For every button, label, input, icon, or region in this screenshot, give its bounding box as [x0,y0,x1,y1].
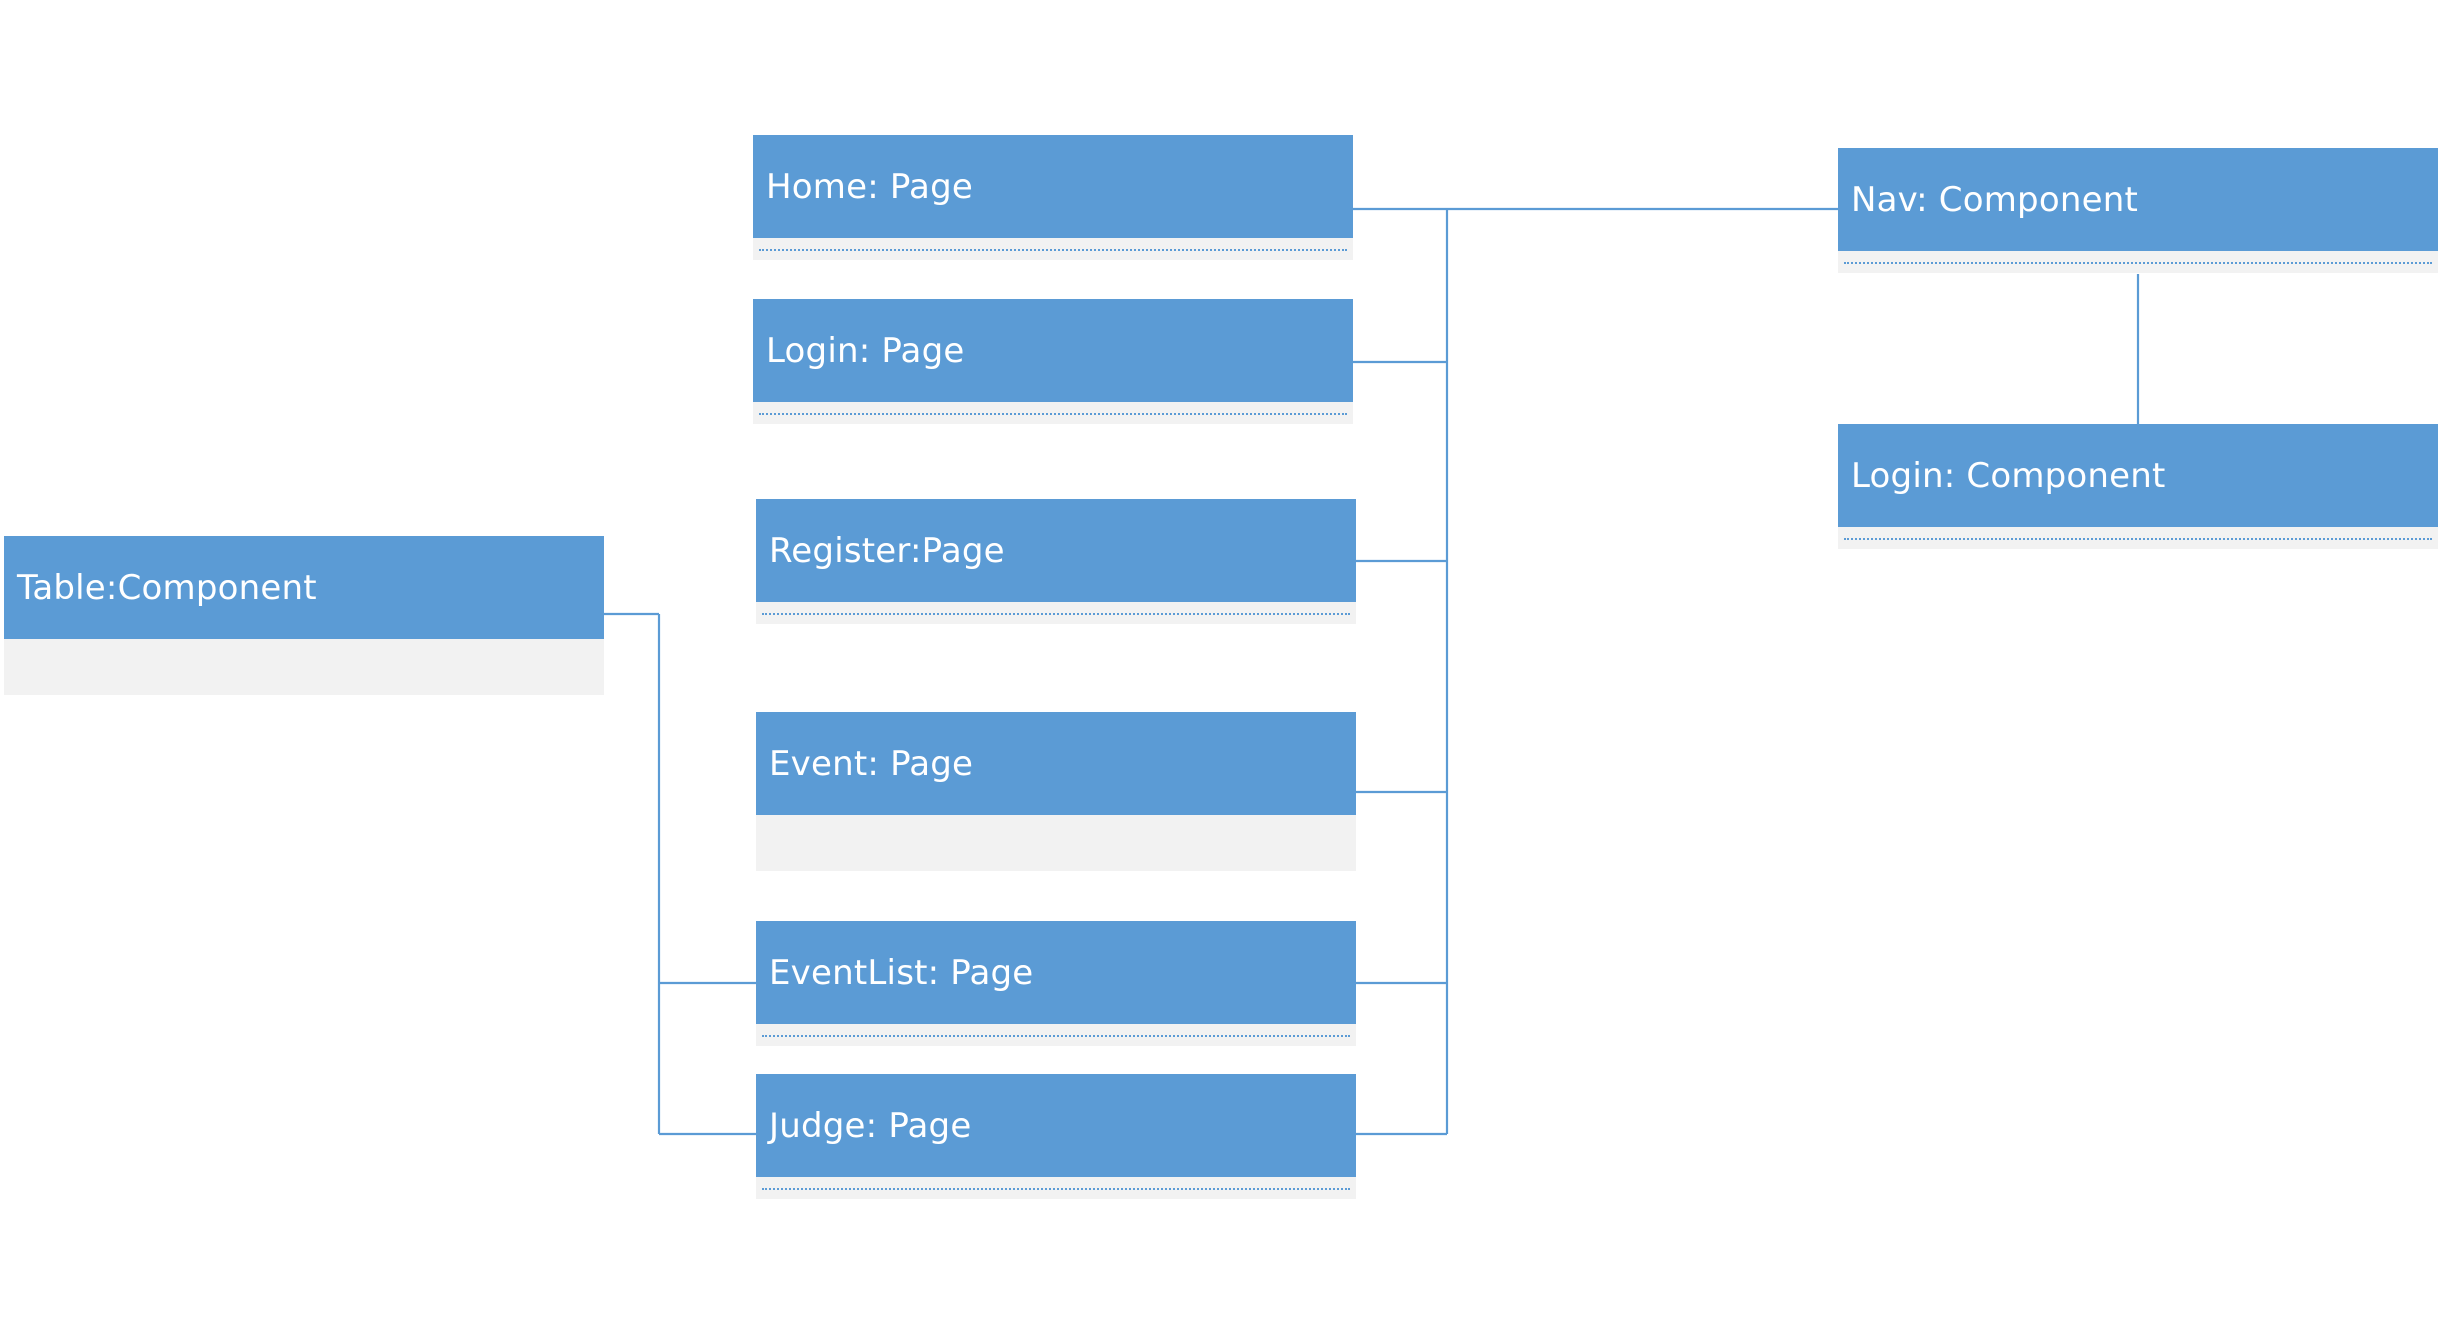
nav-component-box[interactable]: Nav: Component [1838,148,2438,273]
register-page-box[interactable]: Register:Page [756,499,1356,624]
eventlist-page-box[interactable]: EventList: Page [756,921,1356,1046]
login-page-title: Login: Page [766,330,965,371]
judge-page-title: Judge: Page [769,1105,972,1146]
eventlist-page-title: EventList: Page [769,952,1034,993]
register-page-header: Register:Page [756,499,1356,602]
table-component-body [4,639,604,695]
judge-page-header: Judge: Page [756,1074,1356,1177]
judge-page-divider [762,1188,1350,1190]
register-page-body [756,602,1356,624]
login-component-title: Login: Component [1851,455,2166,496]
login-component-divider [1844,538,2432,540]
register-page-divider [762,613,1350,615]
event-page-body [756,815,1356,871]
login-page-box[interactable]: Login: Page [753,299,1353,424]
login-page-divider [759,413,1347,415]
nav-component-divider [1844,262,2432,264]
event-page-title: Event: Page [769,743,974,784]
login-page-header: Login: Page [753,299,1353,402]
table-component-title: Table:Component [17,567,317,608]
judge-page-box[interactable]: Judge: Page [756,1074,1356,1199]
register-page-title: Register:Page [769,530,1005,571]
home-page-box[interactable]: Home: Page [753,135,1353,260]
event-page-box[interactable]: Event: Page [756,712,1356,871]
eventlist-page-header: EventList: Page [756,921,1356,1024]
judge-page-body [756,1177,1356,1199]
eventlist-page-body [756,1024,1356,1046]
eventlist-page-divider [762,1035,1350,1037]
table-component-header: Table:Component [4,536,604,639]
table-component-box[interactable]: Table:Component [4,536,604,695]
login-component-header: Login: Component [1838,424,2438,527]
login-component-box[interactable]: Login: Component [1838,424,2438,549]
nav-component-title: Nav: Component [1851,179,2138,220]
event-page-header: Event: Page [756,712,1356,815]
login-page-body [753,402,1353,424]
nav-component-body [1838,251,2438,273]
home-page-header: Home: Page [753,135,1353,238]
login-component-body [1838,527,2438,549]
home-page-body [753,238,1353,260]
nav-component-header: Nav: Component [1838,148,2438,251]
home-page-divider [759,249,1347,251]
home-page-title: Home: Page [766,166,973,207]
